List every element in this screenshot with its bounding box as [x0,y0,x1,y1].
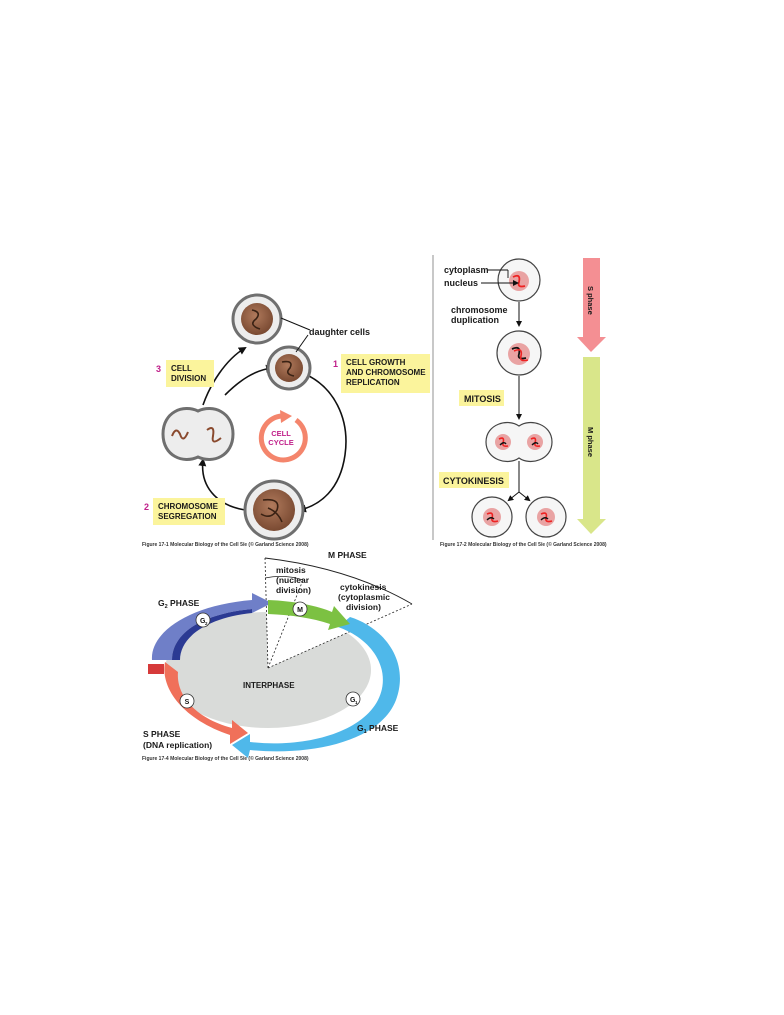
m-phase-arrow [268,600,350,630]
cycle-arrow-left-bottom [198,458,246,511]
arrow-cytokinesis-right [518,491,531,502]
step1-box [341,354,430,393]
mitosis-label: MITOSIS [464,394,501,404]
step2-line1: CHROMOSOME [158,502,219,511]
mitosis-subarc [264,576,304,581]
cytokinesis-box [439,472,509,488]
step1-line2: AND CHROMOSOME [346,368,426,377]
daughter-cells-label: daughter cells [309,327,370,337]
cycle-arrow-left-top [202,346,247,406]
daughter-cell-2a [471,496,513,538]
daughter-cell-right [266,345,312,391]
m-phase-arc [264,557,413,605]
daughter-cells-pointer-2 [295,334,309,353]
cytokinesis-line3: division) [346,602,381,612]
duplication-label-1: chromosome [451,305,508,315]
g2-badge: G 2 [195,612,211,628]
mitosis-box [459,390,504,406]
m-badge-text: M [297,607,303,614]
s-badge: S [179,693,195,709]
step1-line3: REPLICATION [346,378,400,387]
cytokinesis-line2: (cytoplasmic [338,592,390,602]
g2-phase-arrow-shadow [172,609,252,660]
dividing-cell [161,407,235,461]
step3-line1: CELL [171,364,192,373]
g1-badge: G 1 [345,691,361,707]
figure-17-2: S phase M phase cytoplasm nucleus chromo… [439,258,607,548]
m-phase-bar: M phase [577,357,606,534]
step3-box [166,360,214,387]
cycle-arrow-to-cell [224,364,274,396]
mitotic-cell [485,421,553,463]
g2-badge-text: G [200,618,206,625]
cytokinesis-line1: cytokinesis [340,582,387,592]
g2-phase-arrow [151,593,272,660]
g2-badge-sub: 2 [205,621,208,626]
duplication-label-2: duplication [451,315,499,325]
step2-line2: SEGREGATION [158,512,217,521]
s-phase-label: S phase [586,286,595,315]
step1-line1: CELL GROWTH [346,358,406,367]
step2-number: 2 [144,502,149,512]
figure-17-2-caption: Figure 17-2 Molecular Biology of the Cel… [440,541,607,548]
daughter-cell-top [231,293,283,345]
step1-number: 1 [333,359,338,369]
interphase-label: INTERPHASE [243,681,295,690]
g1-badge-text: G [350,697,356,704]
m-phase-label: M phase [586,427,595,457]
figure-17-1-caption: Figure 17-1 Molecular Biology of the Cel… [142,541,309,548]
g2-phase-label: G2 PHASE [158,598,200,610]
step3-number: 3 [156,364,161,374]
g1-badge-sub: 1 [355,700,358,705]
figure-17-4: G 2 M S G 1 M PHASE mitosis (nuclear div… [142,550,413,762]
cycle-arrow-right [298,371,347,513]
step3-line2: DIVISION [171,374,206,383]
interphase-cell [497,258,541,302]
s-phase-block [148,664,164,674]
mitosis-line1: mitosis [276,565,306,575]
duplicated-cell [496,330,542,376]
m-phase-label: M PHASE [328,550,367,560]
arrow-cytokinesis-left [507,491,520,502]
mitosis-line2: (nuclear [276,575,310,585]
s-phase-label-2: (DNA replication) [143,740,212,750]
step2-box [153,498,225,525]
figure-17-4-caption: Figure 17-4 Molecular Biology of the Cel… [142,755,309,762]
cell-cycle-label-1: CELL [271,429,291,438]
figure-17-1: daughter cells CELL CYCLE 1 CELL GROWTH … [142,293,430,548]
cytokinesis-label: CYTOKINESIS [443,476,504,486]
s-badge-text: S [185,699,190,706]
cell-cycle-icon: CELL CYCLE [258,410,308,463]
s-phase-label-1: S PHASE [143,729,181,739]
nucleus-label: nucleus [444,278,478,288]
cell-cycle-label-2: CYCLE [268,438,293,447]
s-phase-bar: S phase [577,258,606,352]
cytoplasm-label: cytoplasm [444,265,489,275]
daughter-cells-pointer [280,317,311,331]
grown-cell [243,479,305,541]
g1-phase-arrow [232,617,400,758]
g1-phase-label: G1 PHASE [357,723,399,735]
mitosis-line3: division) [276,585,311,595]
m-badge: M [292,601,308,617]
daughter-cell-2b [525,496,567,538]
